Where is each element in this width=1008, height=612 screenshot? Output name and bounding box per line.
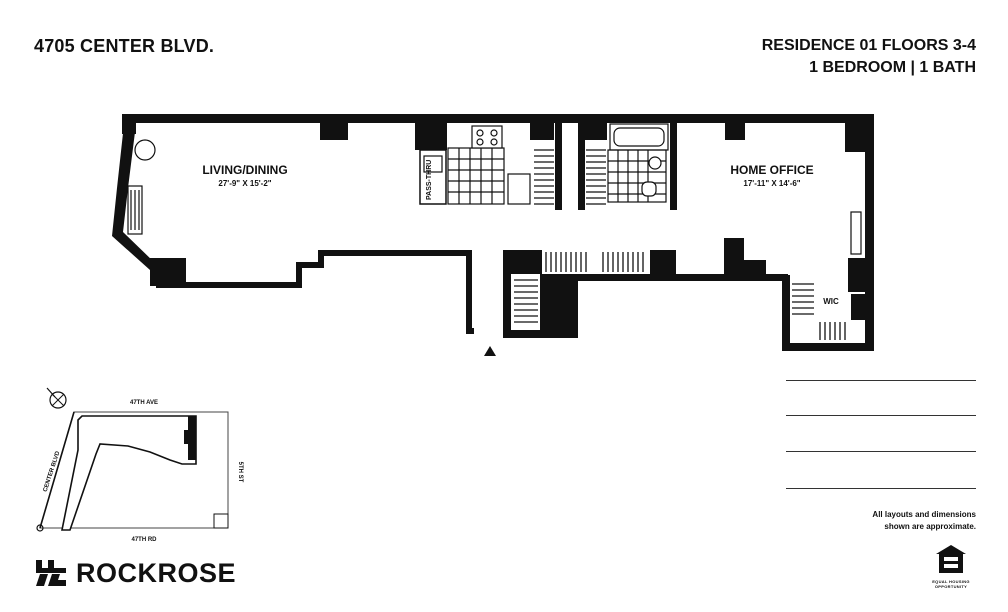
rockrose-logo-icon: [36, 560, 66, 586]
street-south: 47TH RD: [131, 537, 157, 543]
building-address: 4705 CENTER BLVD.: [34, 36, 215, 56]
unit-info: RESIDENCE 01 FLOORS 3-4 1 BEDROOM | 1 BA…: [762, 35, 976, 79]
street-east: 5TH ST: [237, 462, 243, 483]
disclaimer: All layouts and dimensions shown are app…: [830, 509, 976, 533]
room-dims-living: 27'-9" X 15'-2": [218, 179, 271, 188]
room-name-living: LIVING/DINING: [202, 163, 287, 177]
note-line-2: [786, 415, 976, 416]
closet-shelving: [514, 149, 846, 340]
equal-housing-line-2: OPPORTUNITY: [934, 584, 968, 589]
equal-housing-badge: EQUAL HOUSING OPPORTUNITY: [931, 544, 971, 589]
floor-plan-walls: [112, 114, 874, 351]
note-line-3: [786, 451, 976, 452]
floor-plan-fixtures: [127, 123, 862, 255]
unit-type: 1 BEDROOM | 1 BATH: [809, 59, 976, 76]
disclaimer-line-1: All layouts and dimensions: [872, 510, 976, 519]
room-name-wic: WIC: [823, 297, 839, 306]
room-dims-office: 17'-11" X 14'-6": [743, 179, 800, 188]
entry-arrow-icon: [484, 346, 496, 356]
site-map: 47TH AVE 47TH RD CENTER BLVD 5TH ST: [36, 387, 243, 543]
residence-floors: RESIDENCE 01 FLOORS 3-4: [761, 37, 976, 54]
brand-name: ROCKROSE: [76, 557, 237, 588]
brand-logo: ROCKROSE: [34, 556, 236, 590]
equal-housing-line-1: EQUAL HOUSING: [932, 579, 970, 584]
room-name-office: HOME OFFICE: [730, 163, 813, 177]
note-line-1: [786, 380, 976, 381]
note-line-4: [786, 488, 976, 489]
site-building: [61, 415, 197, 531]
pass-thru-label: PASS-THRU: [426, 160, 433, 200]
north-compass-icon: [46, 387, 67, 409]
equal-housing-icon: [936, 545, 966, 573]
disclaimer-line-2: shown are approximate.: [884, 522, 976, 531]
street-north: 47TH AVE: [130, 400, 158, 406]
